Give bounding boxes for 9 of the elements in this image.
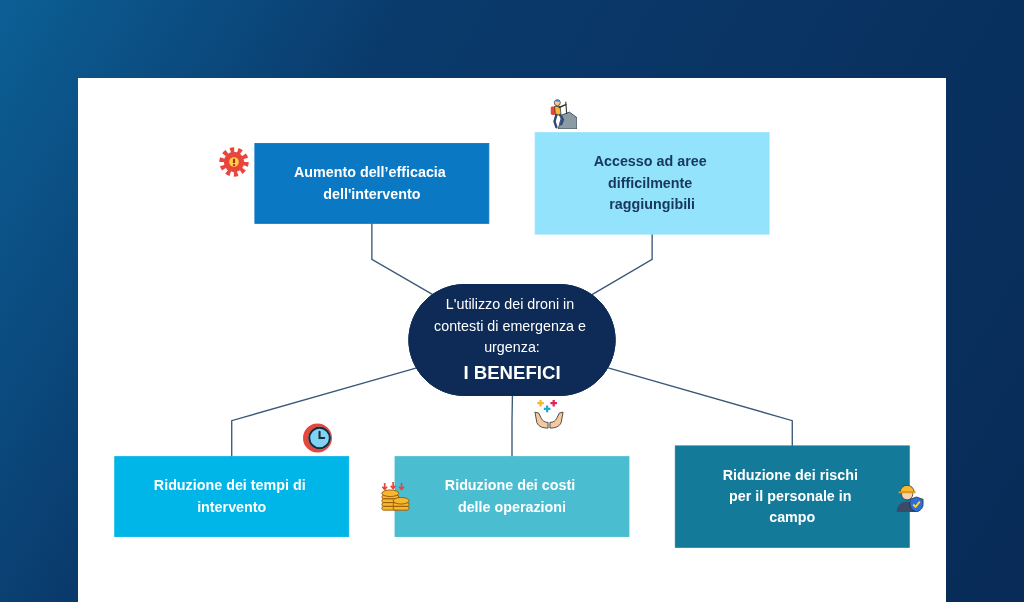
connector	[231, 367, 418, 458]
node-box: Riduzione dei tempi di intervento	[114, 456, 350, 537]
connector	[511, 395, 514, 458]
node-box: Accesso ad aree difficilmente raggiungibili	[534, 132, 770, 235]
connector	[590, 233, 653, 296]
connector	[371, 222, 434, 296]
connector	[607, 367, 793, 447]
node-box: Riduzione dei rischi per il personale in campo	[674, 445, 910, 548]
node-box: Aumento dell’efficacia dell'intervento	[254, 143, 490, 224]
